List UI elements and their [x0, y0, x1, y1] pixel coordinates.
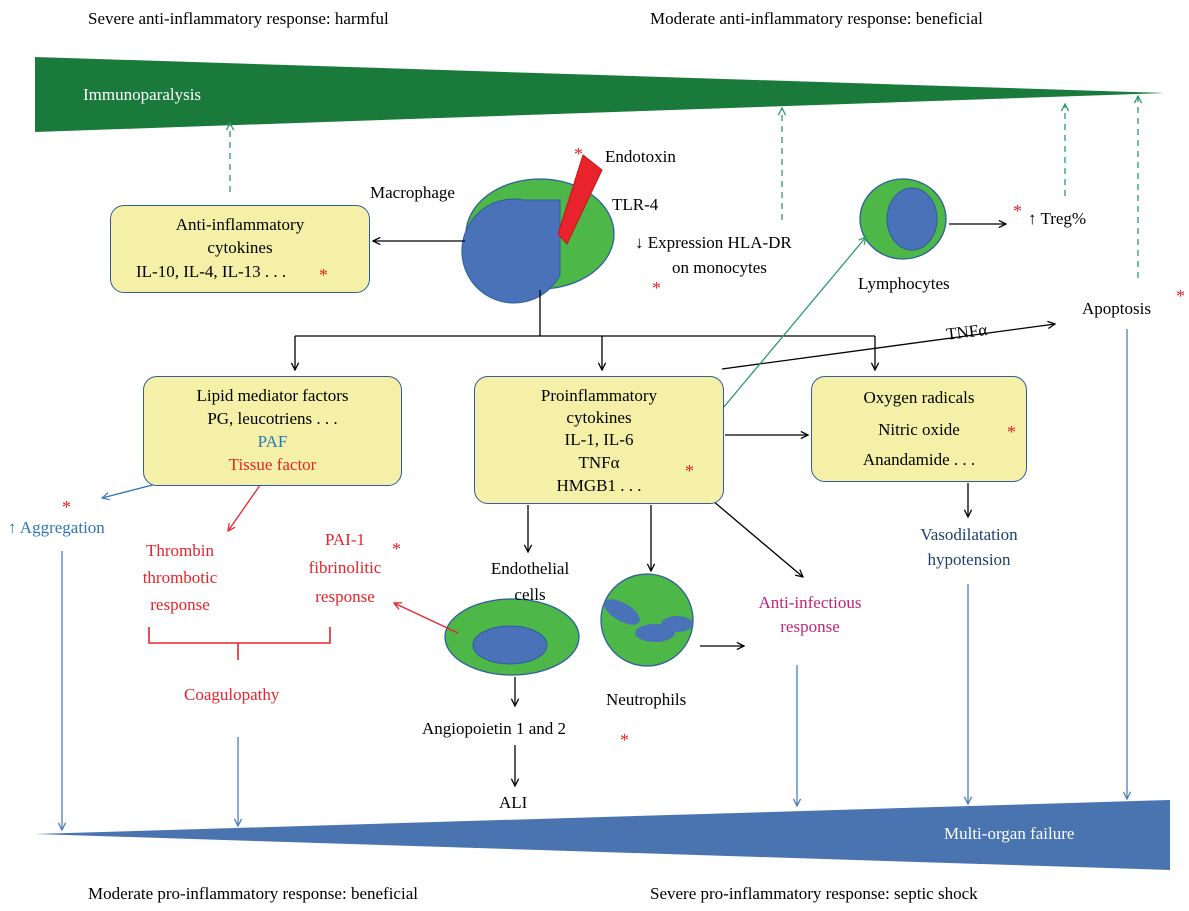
treg-label: ↑ Treg% — [1028, 209, 1087, 228]
oxygen-title: Oxygen radicals — [863, 388, 975, 407]
tlr4-label: TLR-4 — [612, 195, 659, 214]
thrombin-line2: thrombotic — [142, 568, 218, 587]
endotoxin-star: * — [574, 144, 583, 164]
treg-star: * — [1013, 201, 1022, 221]
proinflammatory-hmgb1: HMGB1 . . . — [556, 476, 642, 495]
pai1-line1: PAI-1 — [325, 530, 365, 549]
paf-label: PAF — [257, 432, 288, 451]
hla-dr-label-line2: on monocytes — [672, 258, 767, 277]
lipid-mediator-box: Lipid mediator factors PG, leucotriens .… — [143, 376, 402, 486]
angiopoietin-label: Angiopoietin 1 and 2 — [422, 719, 567, 738]
macrophage-label: Macrophage — [370, 183, 455, 202]
lymphocyte-cell — [859, 178, 947, 260]
proinflammatory-il: IL-1, IL-6 — [564, 430, 634, 449]
immunoparalysis-label: Immunoparalysis — [83, 85, 202, 104]
pai1-star: * — [392, 539, 401, 559]
coagulopathy-brace — [148, 627, 331, 660]
aggregation-star: * — [62, 497, 71, 517]
neutrophils-label: Neutrophils — [606, 690, 687, 709]
pai1-line3: response — [315, 587, 375, 606]
multi-organ-failure-label: Multi-organ failure — [944, 824, 1075, 843]
proinflammatory-box: Proinflammatory cytokines IL-1, IL-6 TNF… — [474, 376, 724, 504]
lipid-title: Lipid mediator factors — [196, 386, 349, 405]
anti-inflammatory-list: IL-10, IL-4, IL-13 . . . — [136, 262, 287, 281]
macrophage-cell — [461, 154, 615, 304]
lipid-subtitle: PG, leucotriens . . . — [207, 409, 338, 428]
immunoparalysis-band — [35, 57, 1165, 132]
aggregation-label: ↑ Aggregation — [8, 518, 105, 537]
caption-top-left: Severe anti-inflammatory response: harmf… — [88, 9, 389, 28]
nitric-oxide-label: Nitric oxide — [878, 420, 960, 439]
apoptosis-label: Apoptosis — [1082, 299, 1151, 318]
nitric-oxide-star: * — [1007, 422, 1016, 442]
pai1-line2: fibrinolitic — [308, 558, 382, 577]
proinflammatory-subtitle: cytokines — [566, 408, 632, 427]
caption-bottom-right: Severe pro-inflammatory response: septic… — [650, 884, 978, 903]
hla-dr-label-line1: ↓ Expression HLA-DR — [635, 233, 792, 252]
vasodilatation-line2: hypotension — [927, 550, 1011, 569]
endothelial-line2: cells — [514, 585, 546, 604]
angiopoietin-star: * — [620, 730, 629, 750]
vasodilatation-line1: Vasodilatation — [920, 525, 1018, 544]
oxygen-radicals-box: Oxygen radicals Nitric oxide * Anandamid… — [811, 376, 1027, 482]
endothelial-cell — [444, 598, 580, 676]
ali-label: ALI — [499, 793, 528, 812]
thrombin-line3: response — [150, 595, 210, 614]
caption-top-right: Moderate anti-inflammatory response: ben… — [650, 9, 983, 28]
tissue-factor-label: Tissue factor — [228, 455, 317, 474]
proinflammatory-star: * — [685, 461, 694, 481]
endothelial-line1: Endothelial — [490, 559, 570, 578]
neutrophil-cell — [600, 573, 694, 667]
coagulopathy-label: Coagulopathy — [184, 685, 280, 704]
proinflammatory-tnfa: TNFα — [578, 453, 620, 472]
caption-bottom-left: Moderate pro-inflammatory response: bene… — [88, 884, 418, 903]
endotoxin-label: Endotoxin — [605, 147, 676, 166]
anti-inflammatory-box: Anti-inflammatory cytokines IL-10, IL-4,… — [110, 205, 370, 293]
anandamide-label: Anandamide . . . — [862, 450, 976, 469]
anti-inflammatory-title: Anti-inflammatory — [175, 215, 305, 234]
anti-infectious-line2: response — [780, 617, 840, 636]
multi-organ-failure-band — [35, 800, 1170, 870]
anti-inflammatory-star: * — [319, 265, 328, 285]
lymphocytes-label: Lymphocytes — [858, 274, 950, 293]
thrombin-line1: Thrombin — [146, 541, 214, 560]
proinflammatory-title: Proinflammatory — [540, 386, 658, 405]
hla-dr-star: * — [652, 278, 661, 298]
anti-infectious-line1: Anti-infectious — [758, 593, 862, 612]
anti-inflammatory-subtitle: cytokines — [207, 238, 273, 257]
apoptosis-star: * — [1176, 286, 1185, 306]
